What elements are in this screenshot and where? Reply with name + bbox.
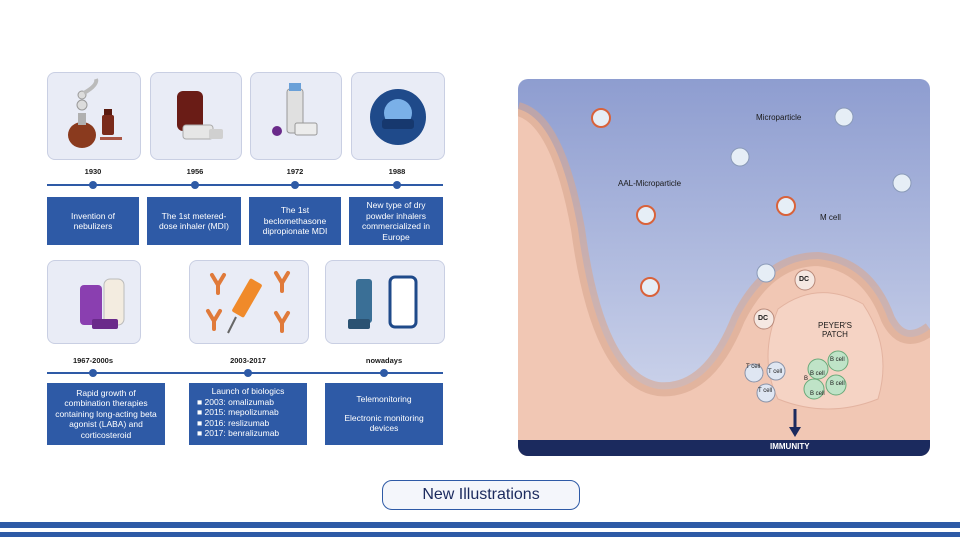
- b-cell-label: B cell: [810, 391, 825, 397]
- m-cell-label: M cell: [820, 213, 841, 222]
- t-cell-label: T cell: [746, 364, 760, 370]
- timeline-dot: [89, 181, 97, 189]
- biologics-item: ■ 2016: reslizumab: [197, 418, 269, 429]
- dry-powder-inhaler-icon: [352, 73, 444, 159]
- immunity-label: IMMUNITY: [770, 442, 810, 451]
- aal-microparticle-label: AAL-Microparticle: [618, 179, 681, 188]
- peyers-patch-label: PEYER'S PATCH: [818, 321, 852, 339]
- electronic-monitoring-text: Electronic monitoring devices: [333, 413, 435, 434]
- t-cell-label: T cell: [758, 388, 772, 394]
- year-label: 2003-2017: [218, 356, 278, 365]
- combination-inhaler-card: [47, 260, 141, 344]
- syringe-antibody-icon: [190, 261, 308, 343]
- b-label: B: [804, 376, 808, 382]
- b-cell-label: B cell: [810, 371, 825, 377]
- timeline-dot: [244, 369, 252, 377]
- new-illustrations-button[interactable]: New Illustrations: [382, 480, 580, 510]
- year-label: 1988: [377, 167, 417, 176]
- nebulizer-card: [47, 72, 141, 160]
- b-cell-label: B cell: [830, 381, 845, 387]
- beclomethasone-card: [250, 72, 342, 160]
- timeline-dot: [291, 181, 299, 189]
- nebulizer-icon: [48, 73, 140, 159]
- microparticle-label: Microparticle: [756, 113, 801, 122]
- year-label: 1930: [73, 167, 113, 176]
- dry-powder-card: [351, 72, 445, 160]
- telemonitoring-card: [325, 260, 445, 344]
- metered-dose-inhaler-icon: [151, 73, 241, 159]
- t-cell-label: T cell: [768, 369, 782, 375]
- description-box: Invention of nebulizers: [47, 197, 139, 245]
- smart-inhaler-phone-icon: [326, 261, 444, 343]
- timeline-line-top: [47, 184, 443, 186]
- timeline-dot: [191, 181, 199, 189]
- timeline-dot: [393, 181, 401, 189]
- year-label: 1967-2000s: [63, 356, 123, 365]
- peyers-patch-illustration: Microparticle AAL-Microparticle M cell D…: [518, 79, 930, 456]
- biologics-title: Launch of biologics: [197, 386, 299, 397]
- biologics-description-box: Launch of biologics ■ 2003: omalizumab ■…: [189, 383, 307, 445]
- combination-inhaler-icon: [48, 261, 140, 343]
- biologics-card: [189, 260, 309, 344]
- description-box: New type of dry powder inhalers commerci…: [349, 197, 443, 245]
- description-box: The 1st metered-dose inhaler (MDI): [147, 197, 241, 245]
- dc-label: DC: [758, 315, 768, 322]
- timeline-dot: [89, 369, 97, 377]
- dc-label: DC: [799, 276, 809, 283]
- year-label: nowadays: [354, 356, 414, 365]
- footer-stripe: [0, 532, 960, 537]
- mdi-card: [150, 72, 242, 160]
- biologics-item: ■ 2015: mepolizumab: [197, 407, 279, 418]
- timeline-dot: [380, 369, 388, 377]
- beclomethasone-inhaler-icon: [251, 73, 341, 159]
- biologics-item: ■ 2017: benralizumab: [197, 428, 279, 439]
- telemonitoring-description-box: Telemonitoring Electronic monitoring dev…: [325, 383, 443, 445]
- year-label: 1956: [175, 167, 215, 176]
- b-cell-label: B cell: [830, 357, 845, 363]
- intestinal-villi-diagram: [518, 79, 930, 456]
- biologics-item: ■ 2003: omalizumab: [197, 397, 274, 408]
- description-box: Rapid growth of combination therapies co…: [47, 383, 165, 445]
- description-box: The 1st beclomethasone dipropionate MDI: [249, 197, 341, 245]
- telemonitoring-text: Telemonitoring: [356, 394, 411, 405]
- footer-stripe: [0, 522, 960, 528]
- year-label: 1972: [275, 167, 315, 176]
